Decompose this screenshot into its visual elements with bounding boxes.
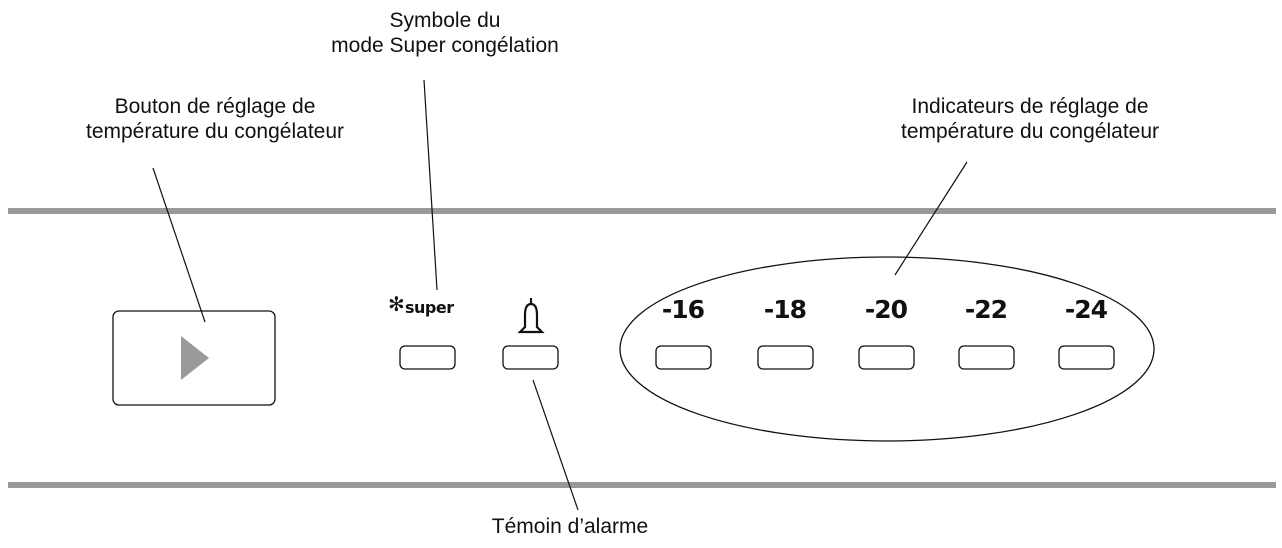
label-indic-line-2: température du congélateur xyxy=(901,120,1159,143)
label-alarm-text: Témoin d’alarme xyxy=(491,515,649,538)
temp-led-4 xyxy=(958,345,1015,370)
play-triangle-icon xyxy=(181,336,209,380)
label-super-line-2: mode Super congélation xyxy=(331,34,559,57)
label-temp-indicators: Indicateurs de réglage de température du… xyxy=(840,94,1220,144)
temp-label-4: -22 xyxy=(964,295,1008,324)
leader-line-super xyxy=(423,79,438,291)
label-super-symbol: Symbole du mode Super congélation xyxy=(280,8,610,58)
bottom-rail xyxy=(8,482,1276,488)
temp-label-2: -18 xyxy=(763,295,807,324)
leader-line-alarm xyxy=(532,379,579,511)
label-super-line-1: Symbole du xyxy=(389,9,501,32)
top-rail xyxy=(8,208,1276,214)
super-mode-symbol: ✻ super xyxy=(388,292,470,321)
leader-line-indicators xyxy=(894,161,968,276)
label-alarm: Témoin d’alarme xyxy=(420,514,720,539)
alarm-led xyxy=(502,345,559,370)
snowflake-icon: ✻ xyxy=(388,292,405,316)
indicator-group-ellipse xyxy=(619,256,1155,442)
temp-led-1 xyxy=(655,345,712,370)
temp-setting-button[interactable] xyxy=(112,310,276,406)
temp-led-3 xyxy=(858,345,915,370)
bell-icon xyxy=(517,298,545,334)
label-button-line-1: Bouton de réglage de xyxy=(114,95,316,118)
temp-led-5 xyxy=(1058,345,1115,370)
label-button-line-2: température du congélateur xyxy=(86,120,344,143)
leader-line-button xyxy=(152,167,206,323)
label-temp-button: Bouton de réglage de température du cong… xyxy=(20,94,410,144)
label-indic-line-1: Indicateurs de réglage de xyxy=(911,95,1149,118)
super-text: super xyxy=(405,298,454,317)
temp-label-3: -20 xyxy=(864,295,908,324)
super-led xyxy=(399,345,456,370)
temp-label-1: -16 xyxy=(661,295,705,324)
temp-label-5: -24 xyxy=(1064,295,1108,324)
temp-led-2 xyxy=(757,345,814,370)
